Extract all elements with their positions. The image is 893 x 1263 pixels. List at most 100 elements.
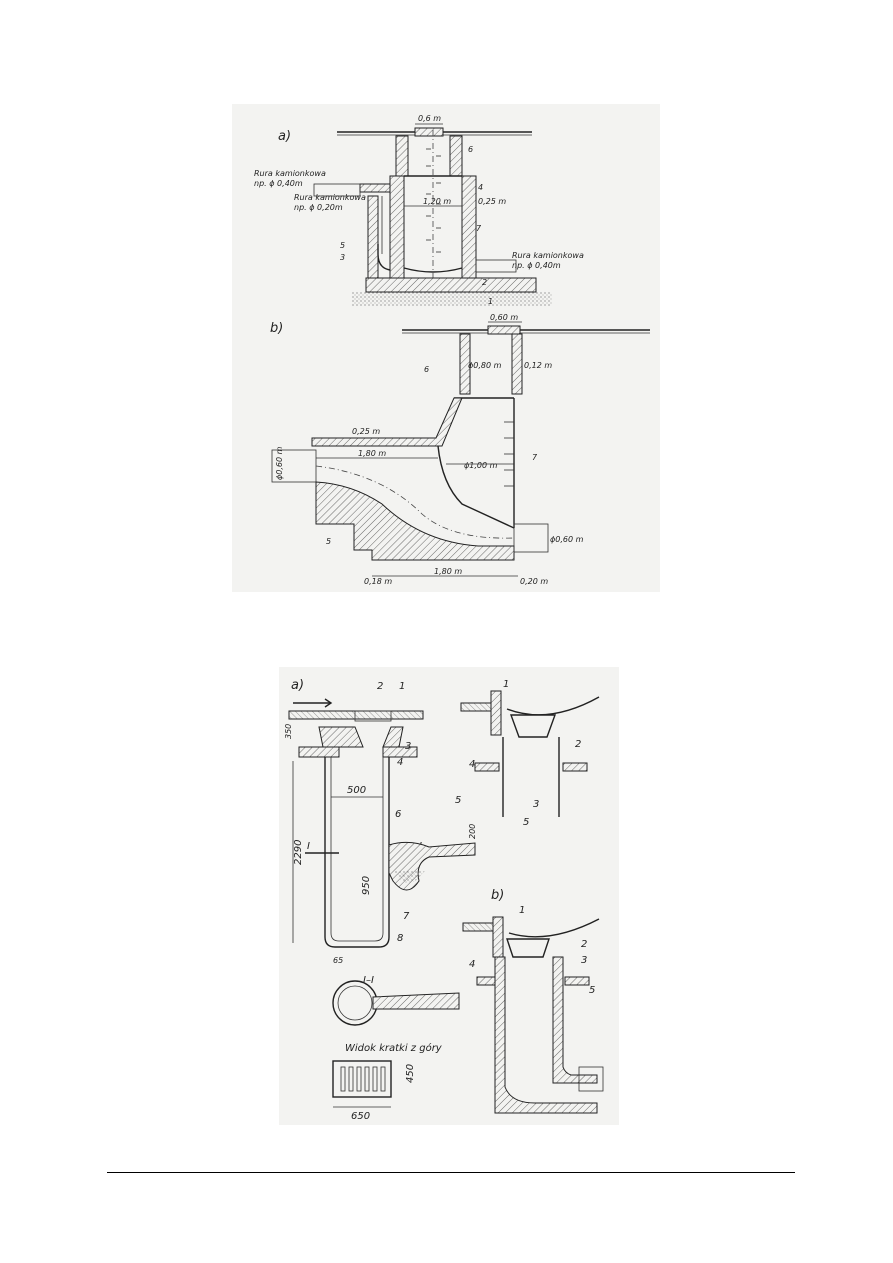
manhole-drawing: a) 0,6 m Rura kamionkowa np. ϕ 0,40m Rur… (254, 114, 650, 586)
num-a-5: 5 (340, 241, 345, 250)
num-a-1: 1 (488, 297, 493, 306)
num-e-2: 2 (581, 939, 587, 950)
num-c-4: 4 (397, 757, 403, 768)
upper-inlet-collar (359, 183, 391, 193)
num-a-3: 3 (340, 253, 345, 262)
grate-height: 450 (405, 1064, 416, 1083)
outlet-pipe (475, 259, 517, 273)
num-d-1: 1 (503, 679, 509, 690)
panel-a-letter: a) (278, 129, 291, 144)
dim-shaft-wall-b: 0,12 m (524, 361, 552, 370)
dim-500: 500 (347, 785, 366, 796)
num-b-7: 7 (532, 453, 538, 462)
manhole-cross-section-figure: a) 0,6 m Rura kamionkowa np. ϕ 0,40m Rur… (232, 104, 660, 592)
top-slab-b (311, 397, 463, 447)
shaft-b-wall-left (459, 333, 471, 395)
pipe-upper-size: np. ϕ 0,40m (254, 179, 303, 188)
ring-right (382, 746, 418, 758)
dim-inner-a: 1,20 m (423, 197, 451, 206)
dim-length-b: 1,80 m (358, 449, 386, 458)
shaft-b-wall-right (511, 333, 523, 395)
section-outlet (372, 992, 460, 1010)
num-e-3: 3 (581, 955, 587, 966)
dim-base-b: 1,80 m (434, 567, 462, 576)
b-kerb (492, 916, 504, 958)
dim-950: 950 (361, 876, 372, 895)
shaft-wall-left (389, 175, 405, 279)
dim-outlet-b: ϕ0,60 m (550, 535, 584, 544)
num-c-6: 6 (395, 809, 401, 820)
manhole-cover (414, 127, 444, 137)
pipe-upper-name: Rura kamionkowa (254, 169, 326, 178)
detail-ring-right (562, 762, 588, 772)
step-irons (426, 148, 441, 253)
section-mark-left: I (307, 841, 310, 852)
num-e-4: 4 (469, 959, 475, 970)
panel-a2-letter: a) (291, 678, 304, 693)
section-shaft-circle (332, 980, 378, 1026)
ground-line-b (402, 329, 650, 334)
dim-wall-a: 0,25 m (478, 197, 506, 206)
num-e-5: 5 (589, 985, 595, 996)
dim-chamber-b: ϕ1,00 m (464, 461, 498, 470)
dim-200: 200 (468, 824, 477, 839)
outlet-pipe-b (513, 523, 549, 553)
num-c-1: 1 (399, 681, 405, 692)
street-inlet-drawing: a) 2 1 350 500 2290 950 65 I I 200 3 4 5… (284, 678, 604, 1122)
frame-left (318, 726, 364, 748)
b-shaft-wall-right (552, 956, 598, 1084)
dim-bottom-right-b: 0,20 m (520, 577, 548, 586)
num-c-5: 5 (455, 795, 461, 806)
drop-pipe-wall (367, 195, 379, 279)
num-d-5: 5 (523, 817, 529, 828)
manhole-cover-b (487, 325, 521, 335)
num-d-3: 3 (533, 799, 539, 810)
detail-kerb (490, 690, 502, 736)
upper-inlet-pipe (313, 183, 361, 197)
section-title: I–I (363, 975, 374, 986)
street-inlet-figure: a) 2 1 350 500 2290 950 65 I I 200 3 4 5… (279, 667, 619, 1125)
outlet-trap (388, 841, 476, 891)
pipe-middle-name: Rura kamionkowa (294, 193, 366, 202)
road-pavement (288, 710, 424, 720)
concrete-benching (315, 481, 515, 561)
dim-2290: 2290 (293, 840, 304, 865)
shaft-wall-right (461, 175, 477, 279)
gravel-bedding (352, 292, 552, 306)
ring-left (298, 746, 340, 758)
num-a-6: 6 (468, 145, 473, 154)
pipe-middle-size: np. ϕ 0,20m (294, 203, 343, 212)
dim-opening-b: 0,60 m (490, 313, 518, 322)
num-d-4: 4 (469, 759, 475, 770)
num-c-2: 2 (377, 681, 383, 692)
num-c-8: 8 (397, 933, 403, 944)
b-grate (506, 938, 550, 958)
panel-b-letter: b) (270, 321, 283, 336)
grate-caption: Widok kratki z góry (345, 1042, 443, 1054)
step-irons-b (504, 421, 514, 487)
num-a-2: 2 (482, 278, 487, 287)
num-c-3: 3 (405, 741, 411, 752)
grate-bars (340, 1066, 386, 1092)
dim-top-slab: 0,25 m (352, 427, 380, 436)
dim-inlet-b: ϕ0,60 m (275, 446, 284, 480)
grate-plan (332, 1060, 392, 1098)
dim-65: 65 (333, 956, 343, 965)
dim-shaft-b: ϕ0,80 m (468, 361, 502, 370)
grate-width: 650 (351, 1111, 370, 1122)
neck-wall-left (395, 135, 409, 177)
num-c-7: 7 (403, 911, 410, 922)
num-a-7: 7 (476, 224, 482, 233)
dim-opening-a: 0,6 m (418, 114, 441, 123)
num-e-1: 1 (519, 905, 525, 916)
b-ring-right (564, 976, 590, 986)
frame-right (382, 726, 404, 748)
detail-ring-left (474, 762, 500, 772)
footer-rule (107, 1172, 795, 1173)
num-d-2: 2 (575, 739, 581, 750)
detail-grate (510, 714, 556, 738)
pipe-right-size: np. ϕ 0,40m (512, 261, 561, 270)
num-b-5: 5 (326, 537, 331, 546)
dim-bottom-left-b: 0,18 m (364, 577, 392, 586)
dim-350: 350 (284, 724, 293, 739)
